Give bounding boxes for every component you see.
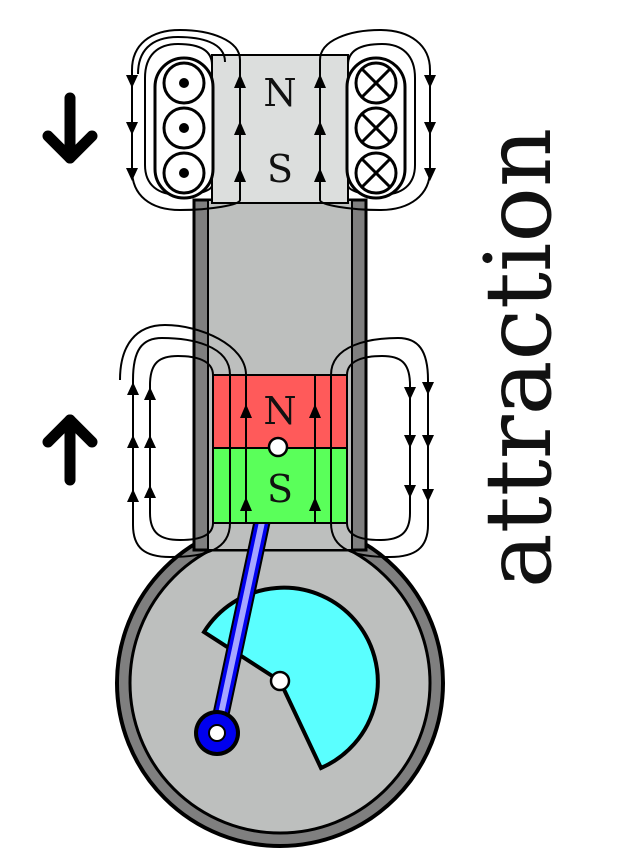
left-coil: [153, 56, 215, 200]
crank-center: [269, 670, 291, 692]
arrow-up-icon: [42, 414, 98, 486]
caption-attraction: attraction: [465, 128, 572, 588]
piston-north-pole: [212, 374, 348, 449]
electromagnet-north-label: N: [263, 71, 296, 115]
electromagnet-field-arrows: [126, 75, 436, 181]
electromagnet-south-label: S: [267, 147, 293, 191]
piston-south-pole: [212, 447, 348, 524]
arrow-down-icon: [42, 92, 98, 164]
piston-field-arrows: [127, 382, 434, 502]
right-coil: [345, 56, 407, 200]
piston-field-lines: [119, 323, 429, 559]
piston-south-label: S: [267, 467, 293, 511]
electromagnet: N S: [211, 54, 349, 204]
piston-magnet: N S: [212, 374, 348, 524]
piston-north-label: N: [263, 389, 296, 433]
wrist-pin: [267, 436, 289, 458]
crank-pin: [194, 710, 240, 756]
